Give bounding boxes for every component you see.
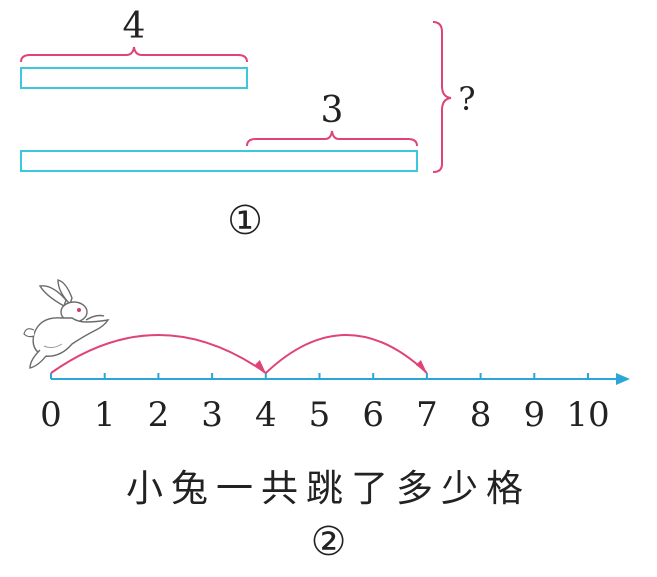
top-bar — [20, 67, 248, 89]
tick-label: 4 — [255, 395, 277, 435]
tick-label: 3 — [201, 395, 223, 435]
tick-label: 6 — [362, 395, 384, 435]
tick-label: 9 — [523, 395, 545, 435]
tick-label: 0 — [40, 395, 62, 435]
tick-label: 7 — [416, 395, 438, 435]
rabbit-icon — [23, 279, 110, 369]
number-line-arrowhead — [616, 373, 630, 385]
tick-label: 2 — [148, 395, 170, 435]
figure-2-marker: ② — [310, 519, 347, 565]
tick-label: 10 — [566, 395, 609, 435]
jump-arrowhead — [254, 360, 266, 373]
bottom-brace — [246, 130, 418, 147]
bottom-brace-label: 3 — [321, 90, 344, 131]
tick-label: 1 — [94, 395, 116, 435]
total-question-mark: ? — [458, 80, 475, 118]
top-brace-label: 4 — [123, 6, 146, 47]
question-text: 小兔一共跳了多少格 — [126, 467, 531, 510]
figure-1-marker: ① — [227, 198, 263, 244]
top-brace — [20, 46, 248, 63]
tick-label: 5 — [309, 395, 331, 435]
tick-label: 8 — [470, 395, 492, 435]
jump-arc — [50, 334, 267, 374]
total-brace — [432, 21, 452, 173]
jump-arrowhead — [415, 360, 427, 373]
bar-model-figure: 4 3 ? ① — [20, 6, 476, 244]
bottom-bar — [20, 150, 418, 172]
jump-arc — [265, 334, 428, 374]
jump-arrows — [50, 334, 428, 374]
